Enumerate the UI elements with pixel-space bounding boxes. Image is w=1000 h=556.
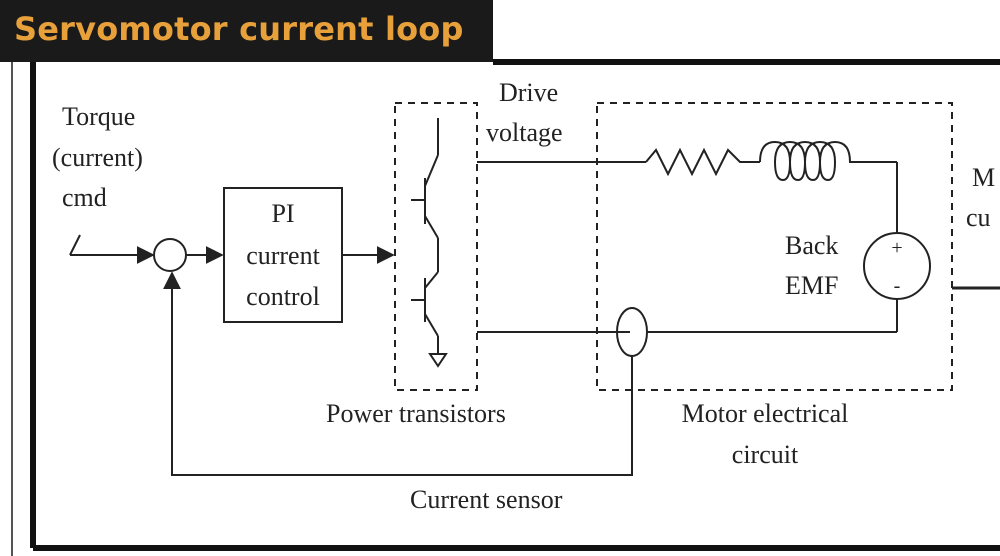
transistor-lower bbox=[411, 238, 448, 368]
command-input-wire bbox=[69, 234, 81, 256]
torque-cmd-label-line1: Torque bbox=[62, 102, 135, 131]
power-transistors-box bbox=[394, 102, 478, 391]
current-sensor-label: Current sensor bbox=[410, 485, 563, 514]
outer-frame bbox=[11, 59, 1000, 556]
clipped-label-line2: cu bbox=[966, 203, 991, 232]
torque-cmd-label-line3: cmd bbox=[62, 183, 107, 212]
pi-label-line3: control bbox=[246, 282, 320, 311]
back-emf-label-line1: Back bbox=[785, 231, 838, 260]
summing-junction bbox=[153, 238, 187, 272]
title-banner: Servomotor current loop bbox=[0, 0, 493, 62]
inductor-symbol bbox=[759, 140, 897, 182]
back-emf-minus: - bbox=[894, 275, 901, 297]
feedback-path bbox=[163, 271, 633, 476]
transistor-upper bbox=[411, 118, 439, 239]
motor-circuit-box bbox=[596, 102, 953, 391]
motor-circuit-label-line2: circuit bbox=[732, 440, 799, 469]
motor-circuit-label-line1: Motor electrical bbox=[682, 399, 849, 428]
pi-label-line2: current bbox=[246, 241, 320, 270]
drive-voltage-label-line1: Drive bbox=[499, 78, 558, 107]
clipped-label-line1: M bbox=[972, 163, 995, 192]
resistor-symbol bbox=[645, 147, 760, 177]
torque-cmd-label-line2: (current) bbox=[52, 143, 143, 172]
diagram-title: Servomotor current loop bbox=[14, 10, 464, 48]
back-emf-label-line2: EMF bbox=[785, 271, 838, 300]
pi-label-line1: PI bbox=[271, 199, 294, 228]
power-transistors-label: Power transistors bbox=[326, 399, 506, 428]
drive-voltage-label-line2: voltage bbox=[486, 118, 563, 147]
back-emf-plus: + bbox=[891, 237, 902, 259]
pi-current-control-block bbox=[223, 187, 343, 323]
